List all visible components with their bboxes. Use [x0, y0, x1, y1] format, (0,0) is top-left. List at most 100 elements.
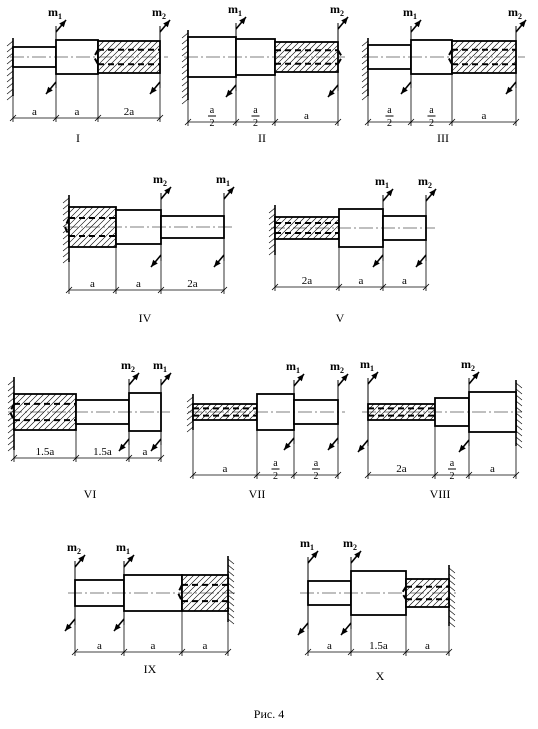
dimension-numerator: a	[429, 105, 434, 116]
dimension-tick	[304, 648, 312, 656]
wall-hatch-line	[181, 68, 189, 75]
wall-hatch-line	[7, 439, 15, 446]
dimension-value: a	[136, 278, 141, 290]
wall-hatch-line	[361, 88, 369, 95]
dimension-numerator: a	[210, 105, 215, 116]
wall-hatch-line	[361, 52, 369, 59]
hatch-line	[193, 404, 200, 411]
wall-hatch-line	[62, 197, 70, 204]
moment-label-m1: m1	[403, 5, 417, 21]
dimension-tick	[184, 118, 192, 126]
wall-hatch-line	[62, 209, 70, 216]
dimension-numerator: a	[450, 458, 455, 469]
wall-hatch-line	[268, 225, 276, 232]
hatch-line	[194, 404, 212, 420]
dimension-tick	[445, 648, 453, 656]
wall-hatch-line	[7, 421, 15, 428]
moment-label-m1: m1	[216, 172, 230, 188]
wall-hatch-line	[7, 397, 15, 404]
arrow-head	[46, 86, 53, 94]
dimension-denominator: 2	[314, 471, 319, 482]
wall-hatch-line	[181, 86, 189, 93]
hatch-line	[369, 404, 387, 420]
hatch-line	[182, 575, 213, 606]
arrow-head	[459, 444, 466, 452]
arrow-head	[401, 86, 408, 94]
arrow-head	[328, 89, 335, 97]
wall-hatch-line	[448, 585, 456, 592]
hatch-line	[318, 218, 339, 239]
hatch-line	[474, 579, 502, 607]
wall-hatch-line	[181, 62, 189, 69]
moment-label-m1: m1	[360, 357, 374, 373]
hatch-line	[452, 41, 459, 48]
arrow-head	[373, 259, 380, 267]
wall-hatch-line	[361, 64, 369, 71]
wall-hatch-line	[361, 70, 369, 77]
dimension-value: a	[482, 110, 487, 122]
dimension-tick	[422, 283, 430, 291]
wall-hatch-line	[227, 582, 235, 589]
wall-hatch-line	[515, 442, 523, 449]
dimension-tick	[52, 114, 60, 122]
hatch-line	[61, 415, 76, 430]
moment-label-m1: m1	[153, 358, 167, 374]
wall-hatch-line	[268, 249, 276, 256]
dimension-value: a	[32, 106, 37, 118]
hatch-line	[324, 224, 339, 239]
dimension-value: a	[75, 106, 80, 118]
arrow-head	[519, 20, 526, 28]
wall-hatch-line	[6, 70, 14, 77]
dimension-tick	[220, 286, 228, 294]
dimension-value: a	[90, 278, 95, 290]
dimension-denominator: 2	[273, 471, 278, 482]
moment-label-m2: m2	[461, 357, 475, 373]
wall-hatch-line	[62, 215, 70, 222]
dimension-tick	[364, 118, 372, 126]
bore-end	[400, 586, 407, 600]
hatch-line	[182, 575, 201, 594]
moment-label-m2: m2	[418, 174, 432, 190]
dimension-tick	[10, 454, 18, 462]
hatch-line	[49, 403, 76, 430]
wall-hatch-line	[361, 40, 369, 47]
dimension-value: 1.5a	[36, 446, 55, 458]
dimension-tick	[71, 648, 79, 656]
arrow-head	[239, 17, 246, 25]
wall-hatch-line	[268, 213, 276, 220]
wall-hatch-line	[448, 609, 456, 616]
hatch-line	[298, 42, 330, 72]
moment-label-m2: m2	[67, 540, 81, 556]
hatch-line	[98, 41, 111, 54]
hatch-line	[503, 60, 516, 73]
dimension-tick	[65, 286, 73, 294]
hatch-line	[242, 575, 278, 611]
dimension-tick	[271, 118, 279, 126]
dimension-tick	[72, 454, 80, 462]
hatch-line	[143, 56, 160, 73]
dimension-value: a	[151, 640, 156, 652]
wall-hatch-line	[181, 56, 189, 63]
moment-label-m2: m2	[343, 536, 357, 552]
arrow-head	[414, 20, 421, 28]
wall-hatch-line	[515, 436, 523, 443]
dimension-denominator: 2	[210, 118, 215, 129]
dimension-numerator: a	[314, 458, 319, 469]
dimension-value: a	[97, 640, 102, 652]
dimension-value: 2a	[396, 463, 407, 475]
hatch-line	[101, 41, 135, 73]
dimension-value: a	[402, 275, 407, 287]
hatch-line	[322, 56, 338, 72]
dimension-tick	[271, 283, 279, 291]
dimension-value: a	[425, 640, 430, 652]
dimension-tick	[334, 471, 342, 479]
hatch-line	[417, 404, 435, 420]
wall-hatch-line	[6, 40, 14, 47]
dimension-tick	[112, 286, 120, 294]
arrow-head	[429, 189, 436, 197]
hatch-line	[534, 41, 538, 73]
dimension-tick	[125, 454, 133, 462]
arrow-head	[150, 86, 157, 94]
